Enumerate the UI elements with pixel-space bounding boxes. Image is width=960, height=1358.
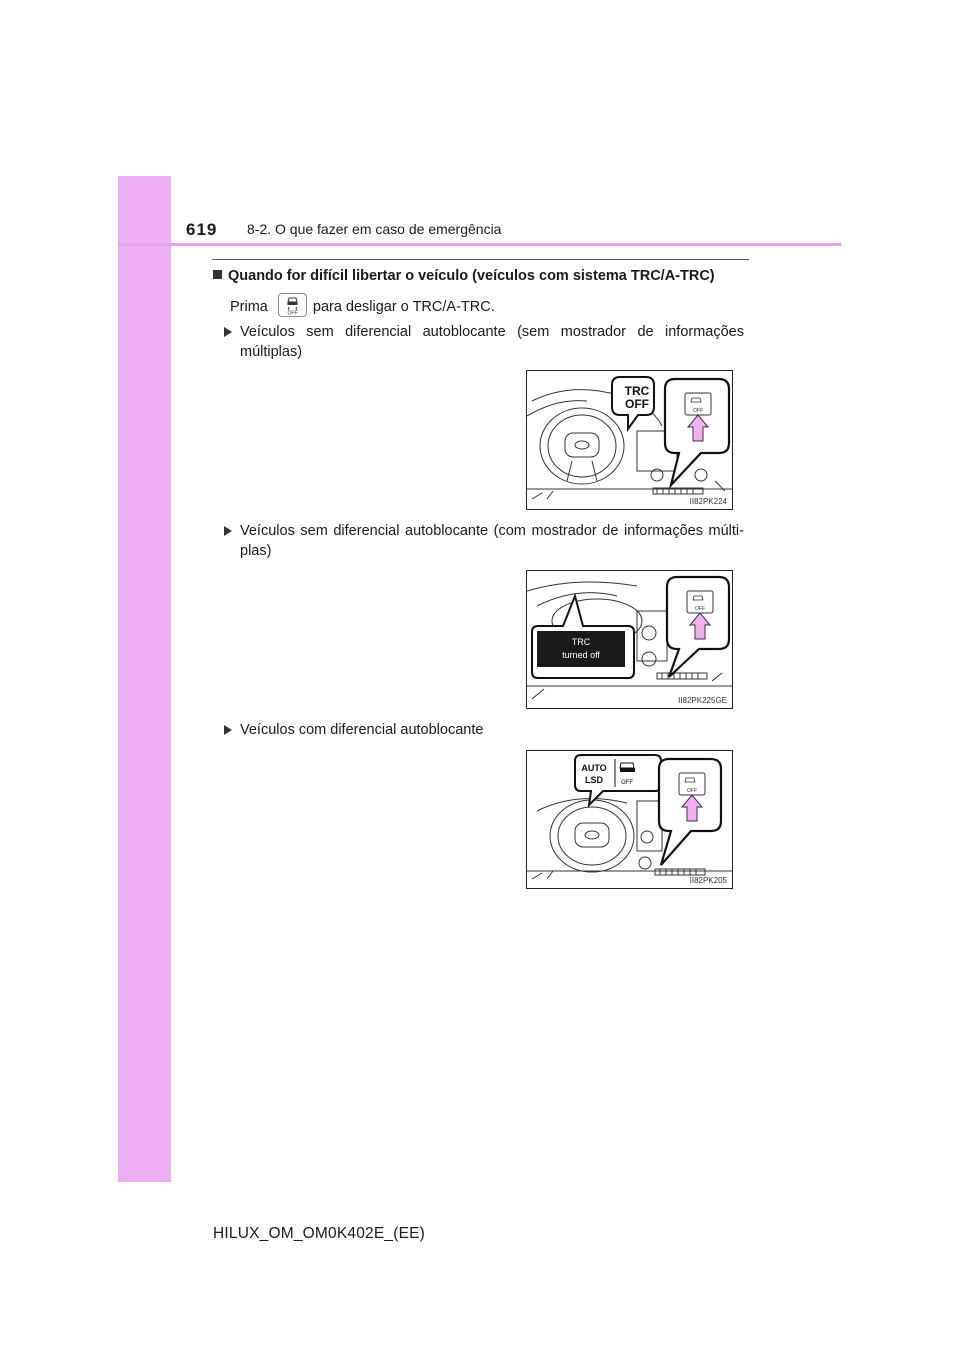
- callout-line-2: LSD: [585, 775, 604, 785]
- figure-trc-turned-off-display: TRC turned off OFF II82PK225GE: [526, 570, 733, 709]
- press-arrow-icon: [680, 794, 704, 822]
- chapter-side-tab: [118, 176, 171, 1182]
- header-rule: [118, 243, 841, 246]
- bullet-text: Veículos sem diferencial autoblocante (c…: [240, 523, 744, 559]
- bullet-item: Veículos com diferencial autoblocante: [224, 720, 744, 740]
- instruction-before: Prima: [230, 299, 268, 315]
- instruction-after: para desligar o TRC/A-TRC.: [312, 299, 495, 315]
- bullet-text: Veículos sem diferencial autoblocante (s…: [240, 324, 744, 360]
- dashboard-illustration: TRC turned off OFF: [527, 575, 732, 700]
- bullet-item: Veículos sem diferencial autoblocante (s…: [224, 322, 744, 362]
- figure-auto-lsd-indicator: AUTO LSD OFF OFF II82PK205: [526, 750, 733, 889]
- svg-text:OFF: OFF: [621, 780, 633, 786]
- figure-code: II82PK205: [688, 876, 728, 885]
- display-line-2: turned off: [562, 650, 600, 660]
- section-title: 8-2. O que fazer em caso de emergência: [247, 221, 502, 237]
- page-number: 619: [186, 220, 218, 239]
- triangle-bullet-icon: [224, 526, 232, 536]
- figure-trc-off-indicator: TRC OFF OFF II82PK224: [526, 370, 733, 510]
- bullet-item: Veículos sem diferencial autoblocante (c…: [224, 521, 744, 561]
- vsc-off-button-icon: OFF: [277, 293, 307, 317]
- triangle-bullet-icon: [224, 327, 232, 337]
- subsection-heading: Quando for difícil libertar o veículo (v…: [213, 268, 715, 284]
- callout-line-1: AUTO: [581, 763, 606, 773]
- press-arrow-icon: [686, 414, 710, 442]
- callout-line-1: TRC: [625, 384, 650, 398]
- svg-text:OFF: OFF: [695, 606, 705, 612]
- display-line-1: TRC: [572, 637, 591, 647]
- figure-code: II82PK224: [688, 497, 728, 506]
- figure-code: II82PK225GE: [677, 696, 728, 705]
- dashboard-illustration: AUTO LSD OFF OFF: [527, 754, 732, 880]
- press-arrow-icon: [688, 612, 712, 640]
- triangle-bullet-icon: [224, 725, 232, 735]
- divider: [212, 259, 749, 260]
- svg-text:OFF: OFF: [687, 788, 697, 794]
- bullet-text: Veículos com diferencial autoblocante: [240, 722, 484, 738]
- document-code: HILUX_OM_OM0K402E_(EE): [213, 1225, 426, 1242]
- instruction-line: Prima OFF para desligar o TRC/A-TRC.: [230, 293, 495, 317]
- heading-text: Quando for difícil libertar o veículo (v…: [228, 268, 715, 284]
- svg-text:OFF: OFF: [693, 408, 703, 414]
- callout-line-2: OFF: [625, 397, 649, 411]
- svg-text:OFF: OFF: [287, 311, 297, 317]
- square-bullet-icon: [213, 270, 222, 279]
- dashboard-illustration: TRC OFF OFF: [527, 376, 732, 500]
